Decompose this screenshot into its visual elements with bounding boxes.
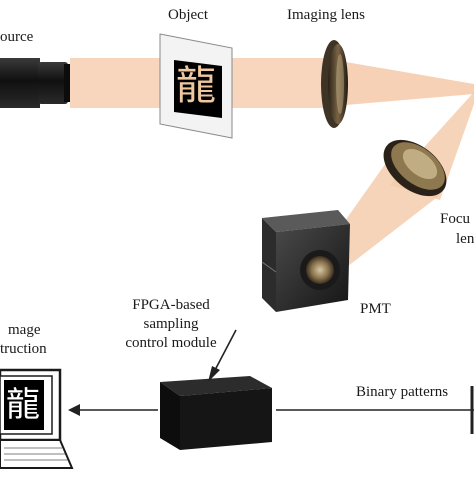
light-beam-converging (334, 60, 474, 106)
label-fpga-1: FPGA-based (132, 297, 210, 313)
display-character: 龍 (6, 385, 40, 425)
label-source: ource (0, 29, 34, 45)
label-image-recon-2: truction (0, 341, 47, 357)
label-imaging-lens: Imaging lens (287, 7, 365, 23)
laptop (0, 368, 74, 469)
label-binary-patterns: Binary patterns (356, 384, 449, 400)
label-fpga-3: control module (125, 335, 217, 351)
pmt-detector (261, 210, 350, 312)
arrow-to-laptop (68, 404, 158, 416)
arrow-fpga-label (208, 329, 237, 382)
object-panel (159, 33, 233, 139)
label-focusing-lens-2: len (456, 231, 474, 247)
label-fpga-2: sampling (143, 316, 199, 332)
object-character: 龍 (176, 63, 216, 109)
label-focusing-lens-1: Focu (440, 211, 470, 227)
fpga-module (160, 376, 272, 450)
label-image-recon-1: mage (8, 322, 41, 338)
label-object: Object (168, 7, 208, 23)
focusing-lens (383, 139, 447, 197)
light-source (0, 58, 70, 108)
imaging-lens (321, 40, 348, 128)
label-pmt: PMT (360, 301, 391, 317)
